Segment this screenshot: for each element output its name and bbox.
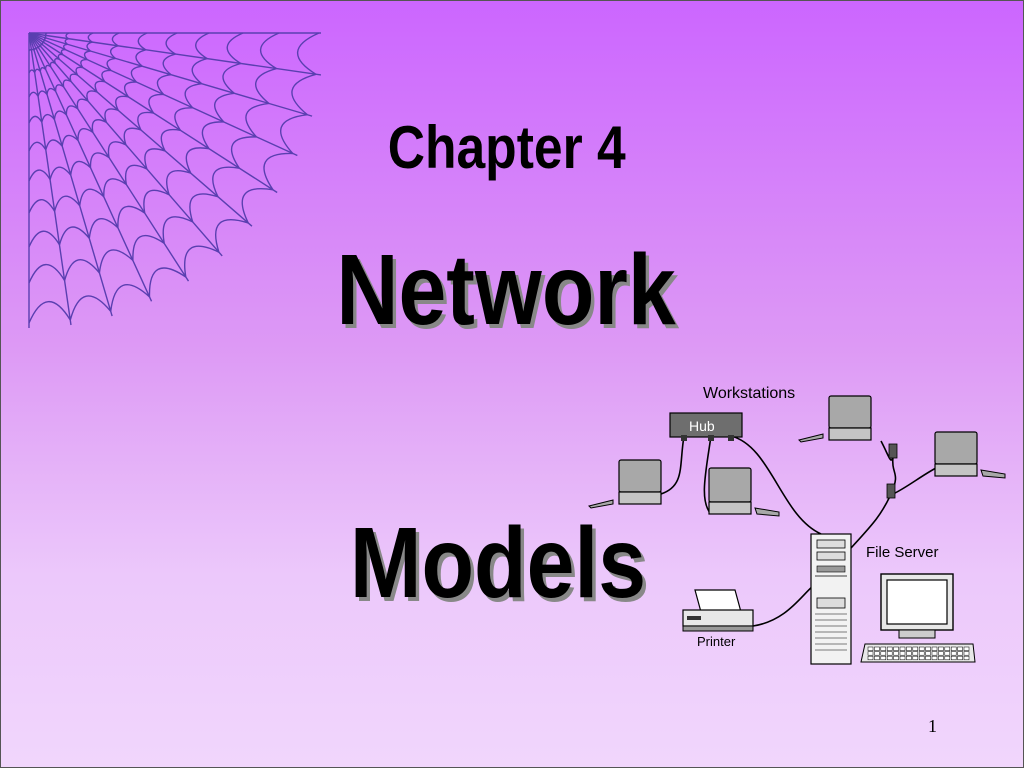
file-server-icon (810, 533, 852, 665)
printer-icon (682, 589, 754, 632)
workstation-icon (798, 395, 872, 443)
hub-icon: Hub (669, 412, 743, 441)
page-number: 1 (928, 716, 937, 736)
chapter-subtitle: Chapter 4 (387, 114, 626, 181)
monitor-icon (880, 573, 954, 639)
workstations-label: Workstations (703, 385, 795, 402)
workstation-icon (588, 459, 662, 509)
workstation-icon (708, 467, 780, 517)
file-server-label: File Server (866, 544, 939, 561)
network-cables (660, 435, 937, 627)
keyboard-icon (860, 643, 976, 663)
title-models: Models (349, 507, 647, 619)
connector-icon (888, 443, 898, 459)
workstation-icon (934, 431, 1006, 479)
printer-label: Printer (697, 634, 736, 649)
connector-icon (886, 483, 896, 499)
network-diagram: Workstations Hub (588, 385, 1006, 665)
spider-web-icon (28, 32, 321, 328)
hub-label: Hub (689, 418, 715, 434)
title-network: Network (336, 234, 676, 346)
